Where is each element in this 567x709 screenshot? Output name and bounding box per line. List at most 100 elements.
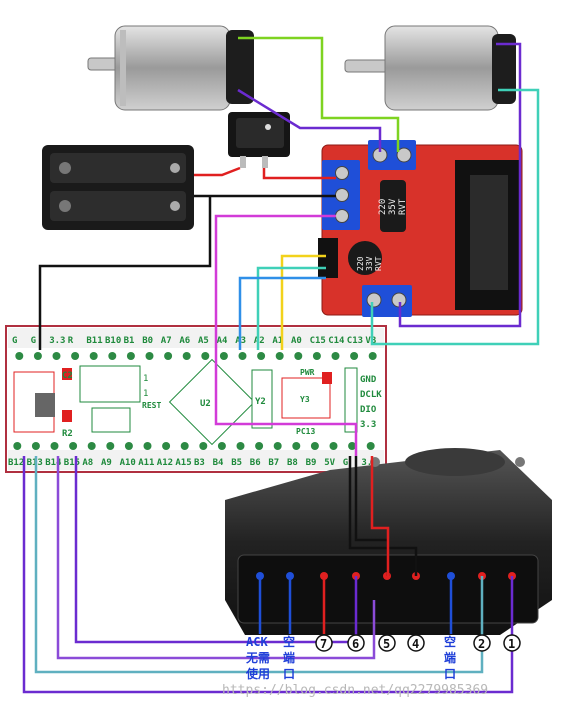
board-top-pin-label: R bbox=[68, 336, 74, 346]
wire-cyan-a3 bbox=[256, 266, 326, 350]
board-bottom-pin-label: A9 bbox=[101, 458, 112, 468]
board-top-pin-label: A1 bbox=[272, 336, 283, 346]
board-bottom-pin-label: B15 bbox=[64, 458, 80, 468]
board-bottom-pin bbox=[236, 442, 245, 450]
silk-rest: REST bbox=[142, 401, 161, 410]
board-bottom-pin-label: A11 bbox=[138, 458, 154, 468]
board-bottom-pin-label: 5V bbox=[324, 458, 335, 468]
board-top-pin bbox=[145, 352, 154, 360]
board-top-pin bbox=[89, 352, 98, 360]
cap-label-1b: 35V bbox=[388, 198, 398, 215]
board-top-pin-label: A7 bbox=[161, 336, 172, 346]
silk-r2: R2 bbox=[62, 429, 73, 439]
wire-magenta bbox=[214, 214, 358, 456]
board-bottom-pin bbox=[50, 442, 59, 450]
board-top-pin-label: G bbox=[12, 336, 17, 346]
silk-pwr: PWR bbox=[300, 368, 315, 377]
board-bottom-pin-label: A8 bbox=[82, 458, 93, 468]
board-bottom-pin bbox=[180, 442, 189, 450]
pin-number-circle bbox=[378, 634, 396, 652]
board-top-pin-label: G bbox=[31, 336, 36, 346]
board-bottom-pin-label: B8 bbox=[287, 458, 298, 468]
board-bottom-pin-label: A15 bbox=[175, 458, 191, 468]
board-bottom-pin-label: B7 bbox=[268, 458, 279, 468]
board-bottom-pin bbox=[310, 442, 319, 450]
board-top-pin bbox=[108, 352, 117, 360]
board-bottom-pin bbox=[329, 442, 338, 450]
board-top-pin-label: C13 bbox=[347, 336, 363, 346]
board-bottom-pin-label: B3 bbox=[194, 458, 205, 468]
board-top-pin bbox=[312, 352, 321, 360]
board-bottom-pin bbox=[31, 442, 40, 450]
board-bottom-pin bbox=[143, 442, 152, 450]
board-bottom-pin-label: A10 bbox=[120, 458, 136, 468]
silk-c2: C2 bbox=[62, 371, 73, 381]
pin-number-label: 5 bbox=[383, 637, 390, 651]
board-bottom-pin-label: 3.3 bbox=[361, 458, 377, 468]
board-top-pin-label: C14 bbox=[328, 336, 345, 346]
board-top-pin bbox=[350, 352, 359, 360]
cap-label-1c: RVT bbox=[398, 198, 408, 215]
board-bottom-pin bbox=[348, 442, 357, 450]
board-top-pin-label: B1 bbox=[124, 336, 135, 346]
board-top-pin-label: A4 bbox=[217, 336, 228, 346]
board-bottom-pin bbox=[199, 442, 208, 450]
silk-u2: U2 bbox=[200, 399, 211, 409]
board-bottom-pin bbox=[106, 442, 115, 450]
wire-purple-right bbox=[398, 42, 522, 328]
wire-cyan-right bbox=[370, 88, 540, 346]
board-right-label: GND bbox=[360, 375, 377, 385]
board-top-pin-label: B11 bbox=[86, 336, 102, 346]
board-bottom-pin-label: B6 bbox=[250, 458, 261, 468]
board-top-pin bbox=[15, 352, 24, 360]
board-bottom-pin bbox=[255, 442, 264, 450]
cap-label-2b: 33V bbox=[365, 256, 374, 271]
board-top-pin-label: A5 bbox=[198, 336, 209, 346]
board-top-pin bbox=[126, 352, 135, 360]
board-top-pin-label: 3.3 bbox=[49, 336, 65, 346]
board-right-label: 3.3 bbox=[360, 420, 376, 430]
pin-number-label: 4 bbox=[412, 637, 419, 651]
board-top-pin bbox=[219, 352, 228, 360]
board-bottom-pin bbox=[87, 442, 96, 450]
board-bottom-pin-label: B9 bbox=[306, 458, 317, 468]
board-top-pin bbox=[275, 352, 284, 360]
board-bottom-pin bbox=[13, 442, 22, 450]
pin-number-circle bbox=[503, 634, 521, 652]
board-bottom-pin-label: B13 bbox=[27, 458, 43, 468]
silk-y2: Y2 bbox=[255, 397, 266, 407]
board-bottom-pin-label: B14 bbox=[45, 458, 62, 468]
empty-a-1: 空 bbox=[283, 634, 295, 649]
pin-number-label: 6 bbox=[352, 637, 359, 651]
motor-left bbox=[87, 25, 254, 111]
board-top-pin-label: A6 bbox=[179, 336, 190, 346]
board-top-pin bbox=[257, 352, 266, 360]
cap-label-1a: 220 bbox=[378, 199, 388, 215]
board-top-pin-label: B0 bbox=[142, 336, 153, 346]
watermark: https://blog.csdn.net/qq2279985369 bbox=[222, 683, 488, 698]
board-bottom-pin-label: B4 bbox=[213, 458, 224, 468]
board-top-pin bbox=[33, 352, 42, 360]
silk-one-a: 1 bbox=[143, 374, 148, 384]
pin-number-circle bbox=[347, 634, 365, 652]
board-bottom-pin bbox=[366, 442, 375, 450]
pin-number-circle bbox=[315, 634, 333, 652]
board-top-pin bbox=[238, 352, 247, 360]
cap-label-2a: 220 bbox=[356, 256, 365, 271]
pin-number-label: 2 bbox=[478, 637, 485, 651]
empty-b-2: 端 bbox=[444, 650, 456, 665]
battery-holder bbox=[42, 145, 194, 230]
stm32-board bbox=[5, 325, 387, 473]
unused-label-2: 使用 bbox=[245, 666, 270, 681]
wire-red-switch bbox=[262, 168, 336, 180]
gamepad-connector bbox=[225, 448, 552, 635]
board-top-pin bbox=[71, 352, 80, 360]
wire-purple-conn-1 bbox=[22, 456, 514, 694]
wire-purple-motor bbox=[237, 88, 382, 152]
ack-label: ACK bbox=[246, 635, 268, 649]
board-top-pin bbox=[331, 352, 340, 360]
board-bottom-pin bbox=[292, 442, 301, 450]
board-bottom-pin bbox=[124, 442, 133, 450]
